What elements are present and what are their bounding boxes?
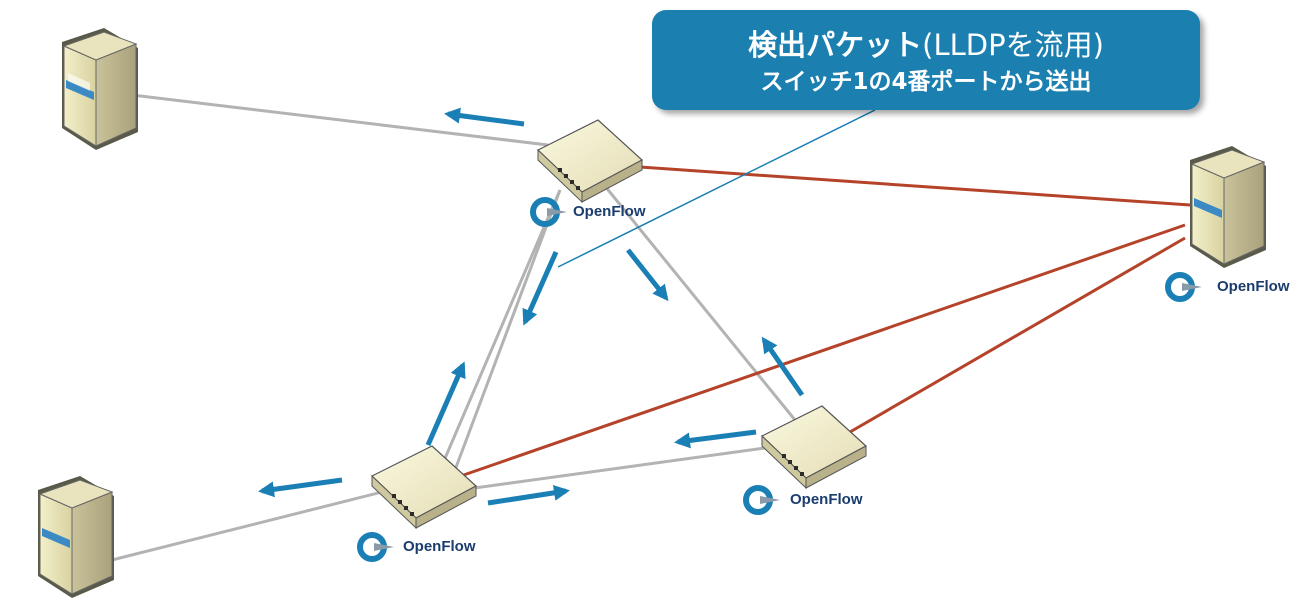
control-link-switch-top xyxy=(639,165,1191,207)
switch-bottom-left[interactable] xyxy=(370,445,478,530)
arrow-down-left-from-top xyxy=(522,250,559,326)
control-links xyxy=(454,165,1191,480)
link-switch-bl-switch-br xyxy=(459,446,766,492)
openflow-label: OpenFlow xyxy=(403,538,476,555)
openflow-label: OpenFlow xyxy=(790,491,863,508)
switch-bottom-right[interactable] xyxy=(760,405,868,490)
openflow-logo-icon xyxy=(1165,272,1202,302)
control-link-switch-br xyxy=(849,236,1186,434)
openflow-logo-icon xyxy=(743,485,780,515)
link-switch-top-switch-bl-a xyxy=(453,189,562,471)
link-switch-top-switch-br xyxy=(598,179,797,421)
arrow-right-from-bl xyxy=(487,484,570,506)
openflow-logo-icon xyxy=(357,532,394,562)
host-server-top-left[interactable] xyxy=(62,28,138,150)
openflow-label: OpenFlow xyxy=(1217,278,1290,295)
callout-title-normal: (LLDPを流用) xyxy=(922,28,1104,62)
control-link-switch-bl xyxy=(454,223,1186,480)
arrow-up-from-bl xyxy=(425,361,466,447)
packet-arrows xyxy=(258,107,805,506)
arrow-to-host2 xyxy=(258,477,343,498)
link-host1-switch-top xyxy=(131,93,549,147)
arrow-to-host1 xyxy=(444,107,525,127)
host-server-bottom-left[interactable] xyxy=(38,476,114,598)
data-links xyxy=(111,93,797,562)
callout-subtitle: スイッチ1の4番ポートから送出 xyxy=(760,69,1092,95)
callout-title-bold: 検出パケット xyxy=(748,28,923,62)
callout-title: 検出パケット(LLDPを流用) xyxy=(652,28,1200,62)
controller-server[interactable] xyxy=(1190,146,1266,268)
arrow-left-from-br xyxy=(674,429,757,449)
arrow-up-from-br xyxy=(761,336,805,397)
callout-pointer-line xyxy=(557,109,876,268)
openflow-logo-icon xyxy=(530,197,567,227)
callout-box: 検出パケット(LLDPを流用) スイッチ1の4番ポートから送出 xyxy=(652,10,1200,110)
link-switch-top-switch-bl-b xyxy=(438,189,562,471)
arrow-down-right-from-top xyxy=(626,248,669,302)
link-host2-switch-bl xyxy=(111,488,391,562)
openflow-label: OpenFlow xyxy=(573,203,646,220)
switch-top[interactable] xyxy=(536,119,644,204)
